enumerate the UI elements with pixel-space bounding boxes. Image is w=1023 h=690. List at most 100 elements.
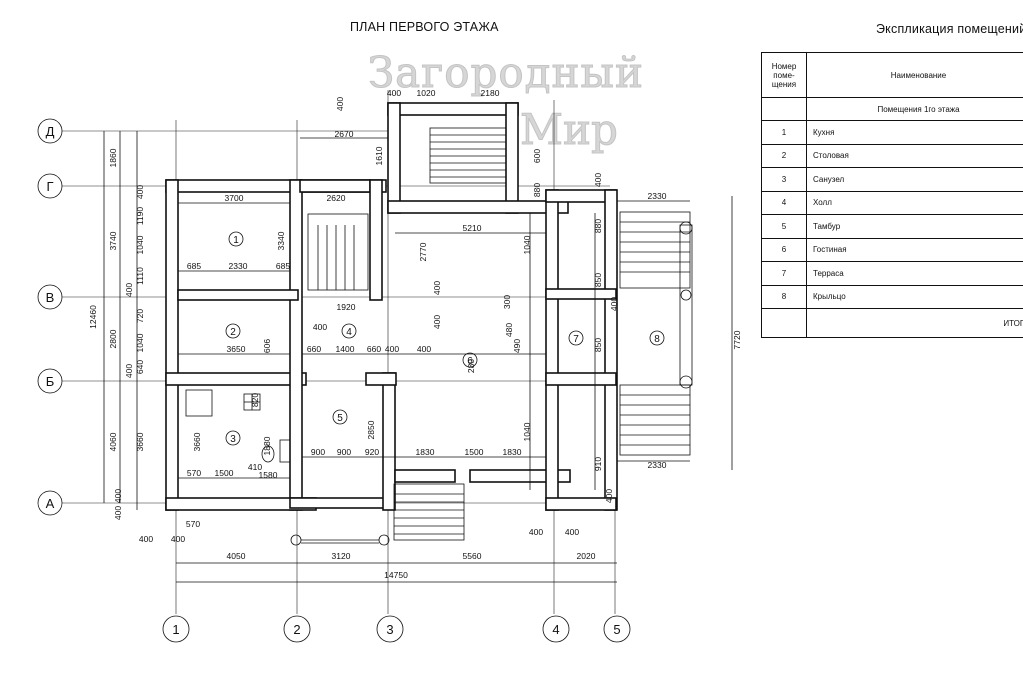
- axis-bubble-2: [283, 615, 311, 643]
- dim-right-inner-2: 880: [593, 219, 603, 233]
- dim-right-inner-3: 1040: [522, 235, 532, 254]
- dim-left-inner-6: 720: [135, 309, 145, 323]
- row-axis-markers: Д Г В Б А: [37, 118, 63, 516]
- dim-room-23: 920: [365, 447, 379, 457]
- dim-room-29: 410: [248, 462, 262, 472]
- dim-room-17: 3660: [192, 432, 202, 451]
- dim-room-15: 400: [417, 344, 431, 354]
- dim-room-21: 900: [311, 447, 325, 457]
- dim-room-24: 1830: [416, 447, 435, 457]
- axis-bubble-b: [37, 368, 63, 394]
- dim-room-11: 660: [307, 344, 321, 354]
- dim-room-36: 400: [432, 315, 442, 329]
- explication-header-row: Номер поме-щения Наименование: [761, 52, 1023, 98]
- explication-title: Экспликация помещений: [876, 22, 1023, 36]
- dim-room-31: 280: [466, 359, 476, 373]
- table-row: 7 Терраса: [761, 261, 1023, 286]
- dim-top-7: 600: [532, 149, 542, 163]
- dim-room-8: 2770: [418, 242, 428, 261]
- dim-right-inner-6: 850: [593, 338, 603, 352]
- dim-top-4: 2180: [481, 88, 500, 98]
- dim-room-34: 300: [502, 295, 512, 309]
- room-number-4: 4: [346, 327, 352, 338]
- room-number-8: 8: [654, 334, 660, 345]
- room-number-2: 2: [230, 327, 236, 338]
- dim-stair-top: 2330: [648, 191, 667, 201]
- dim-room-1: 3700: [225, 193, 244, 203]
- room-number-5: 5: [337, 413, 343, 424]
- dim-room-33: 490: [512, 339, 522, 353]
- table-row: 6 Гостиная: [761, 237, 1023, 262]
- dim-left-mid-1: 1860: [108, 148, 118, 167]
- dim-top-5: 2670: [335, 129, 354, 139]
- dim-top-6: 1610: [374, 146, 384, 165]
- dim-left-inner-3: 1040: [135, 235, 145, 254]
- column-header-name: Наименование: [806, 52, 1023, 98]
- dim-total-height: 12460: [88, 305, 98, 329]
- axis-label-v: В: [46, 290, 55, 305]
- dim-left-inner-11: 400: [113, 489, 123, 503]
- axis-bubble-5: [603, 615, 631, 643]
- table-row: 2 Столовая: [761, 143, 1023, 168]
- dim-room-32: 480: [504, 323, 514, 337]
- axis-label-b: Б: [46, 374, 55, 389]
- dim-room-30: 1580: [259, 470, 278, 480]
- dim-left-mid-4: 4060: [108, 432, 118, 451]
- dim-room-25: 1500: [465, 447, 484, 457]
- axis-bubble-4: [542, 615, 570, 643]
- axis-label-a: А: [46, 496, 55, 511]
- room-numbers: 1 2 3 4 5 6 7 8: [225, 231, 665, 446]
- dim-room-19: 1880: [262, 436, 272, 455]
- dim-room-9: 1920: [337, 302, 356, 312]
- dim-room-22: 900: [337, 447, 351, 457]
- floor-plan-drawing: Д Г В Б А 1 2 3 4 5: [37, 88, 742, 643]
- table-row: 5 Тамбур: [761, 214, 1023, 239]
- walls: [165, 102, 618, 511]
- bottom-dimensions: 4050 3120 5560 2020 14750 400 400 570 40…: [139, 519, 596, 580]
- dim-room-26: 1830: [503, 447, 522, 457]
- axis-bubble-v: [37, 284, 63, 310]
- dim-span-2-3: 3120: [332, 551, 351, 561]
- dim-left-inner-9: 640: [135, 360, 145, 374]
- dim-room-27: 570: [187, 468, 201, 478]
- column-header-number: Номер поме-щения: [761, 52, 807, 98]
- section-label: Помещения 1го этажа: [806, 97, 1023, 121]
- top-dimensions: 400 400 1020 2180 2670 1610 600 880: [335, 88, 542, 197]
- room-dimensions: 3700 2620 3340 685 2330 685 5210 2770 19…: [187, 193, 522, 480]
- dim-bottom-inner-3: 570: [186, 519, 200, 529]
- dim-left-mid-2: 3740: [108, 231, 118, 250]
- stairs: [290, 127, 693, 546]
- dim-room-20: 2850: [366, 420, 376, 439]
- dim-room-4: 685: [187, 261, 201, 271]
- dim-right-inner-5: 400: [609, 297, 619, 311]
- dim-top-2: 400: [387, 88, 401, 98]
- watermark-logo-line2: Мир: [520, 105, 619, 155]
- dim-top-1: 400: [335, 97, 345, 111]
- table-row: 3 Санузел: [761, 167, 1023, 192]
- dim-room-37: 606: [262, 339, 272, 353]
- column-axis-markers: 1 2 3 4 5: [162, 615, 631, 643]
- toilet-icon: [261, 445, 275, 463]
- axis-bubble-1: [162, 615, 190, 643]
- dim-room-28: 1500: [215, 468, 234, 478]
- watermark-logo: Загородный: [368, 48, 644, 97]
- dim-span-4-5: 2020: [577, 551, 596, 561]
- dim-right-total: 7720: [732, 330, 742, 349]
- plan-title: ПЛАН ПЕРВОГО ЭТАЖА: [350, 20, 499, 34]
- total-label: ИТОГО: [806, 308, 1023, 338]
- axis-label-5: 5: [613, 622, 620, 637]
- axis-label-1: 1: [172, 622, 179, 637]
- explication-table: Номер поме-щения Наименование Помещения …: [761, 52, 1023, 338]
- table-row: 1 Кухня: [761, 120, 1023, 145]
- dim-top-8: 880: [532, 183, 542, 197]
- dim-left-inner-1: 400: [135, 185, 145, 199]
- dim-room-16: 400: [313, 322, 327, 332]
- bathroom-fixtures: [185, 389, 291, 463]
- dim-room-10: 3650: [227, 344, 246, 354]
- dimension-lines: [103, 131, 733, 583]
- table-row: 8 Крыльцо: [761, 284, 1023, 309]
- dim-bottom-inner-2: 400: [171, 534, 185, 544]
- dim-stair-bottom: 2330: [648, 460, 667, 470]
- dim-room-14: 400: [385, 344, 399, 354]
- dim-left-inner-12: 400: [113, 506, 123, 520]
